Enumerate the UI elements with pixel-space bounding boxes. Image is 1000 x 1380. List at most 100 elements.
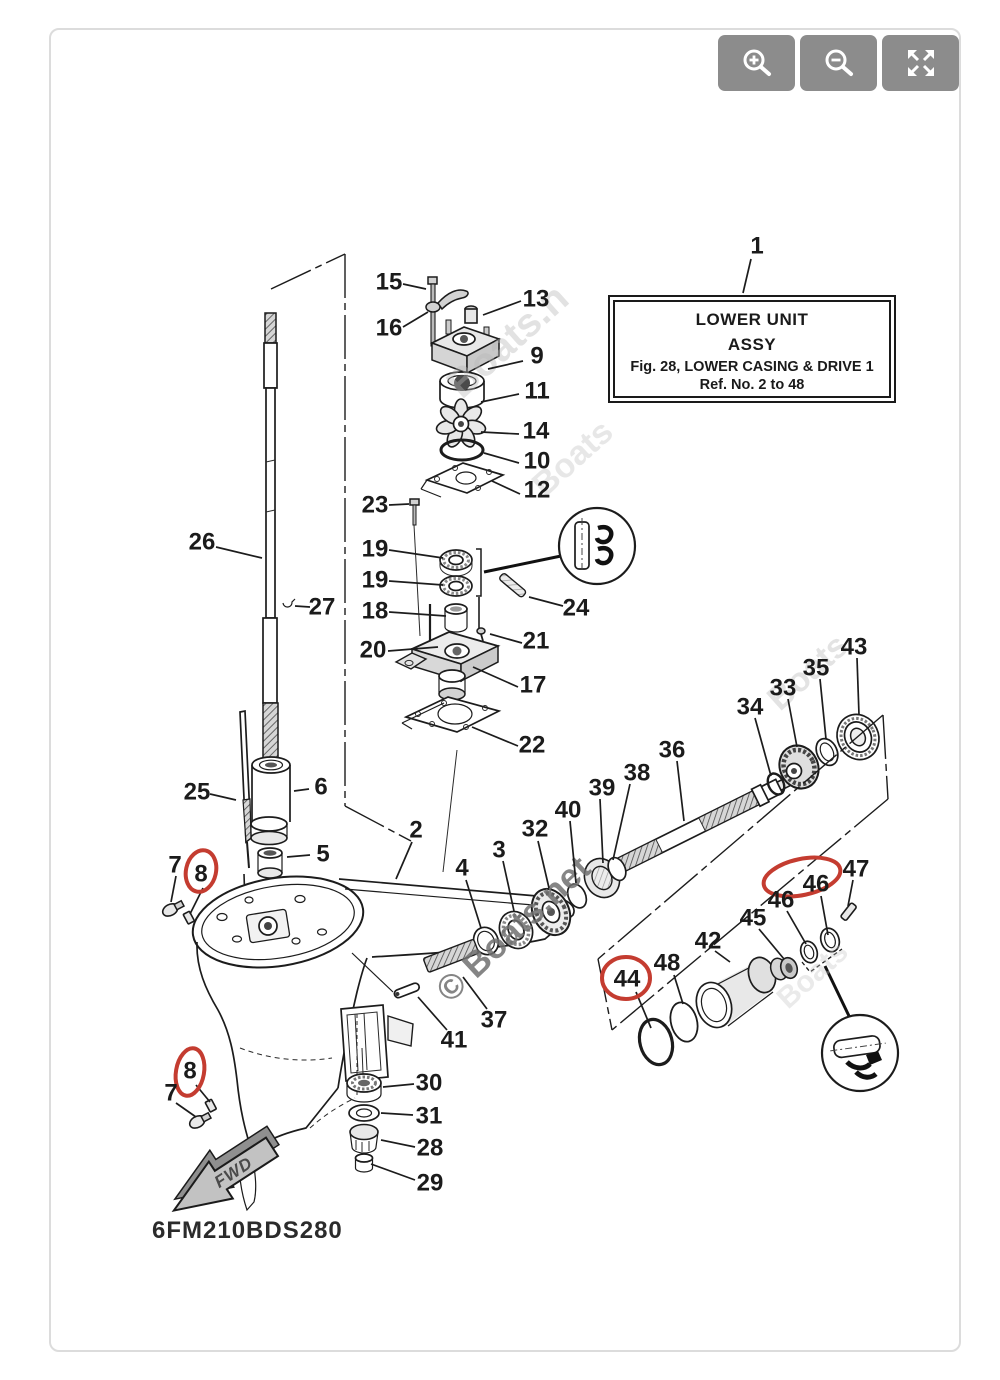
leader-line	[599, 798, 604, 864]
part-label-29: 29	[417, 1170, 444, 1197]
leader-line	[787, 698, 798, 748]
part-label-42: 42	[695, 928, 722, 955]
part-label-30: 30	[416, 1070, 443, 1097]
leader-line	[487, 360, 524, 370]
part-label-43: 43	[841, 634, 868, 661]
bearing-housing-stack	[394, 548, 527, 873]
leader-line	[480, 431, 520, 435]
leader-line	[676, 760, 685, 822]
part-label-38: 38	[624, 760, 651, 787]
part-label-21: 21	[523, 628, 550, 655]
leader-line	[754, 717, 772, 777]
boundary-line	[882, 714, 889, 800]
driveshaft-assembly	[262, 312, 296, 773]
water-pump-assembly	[409, 276, 506, 637]
part-label-15: 15	[376, 269, 403, 296]
part-label-35: 35	[803, 655, 830, 682]
leader-line	[170, 875, 177, 903]
part-label-11: 11	[524, 378, 549, 405]
leader-line	[402, 311, 429, 328]
fullscreen-button[interactable]	[882, 35, 959, 91]
leader-line	[387, 646, 439, 652]
part-label-2: 2	[409, 817, 422, 844]
leader-line	[370, 1163, 416, 1181]
leader-line	[569, 820, 577, 884]
clip-icon	[594, 525, 614, 545]
leader-line	[491, 480, 521, 495]
annotation-circle	[173, 1046, 207, 1098]
dowel-pin-24	[499, 573, 527, 598]
zoom-in-button[interactable]	[718, 35, 795, 91]
part-label-16: 16	[376, 315, 403, 342]
part-label-39: 39	[589, 775, 616, 802]
leader-line	[462, 976, 488, 1010]
leader-line	[742, 258, 752, 294]
part-label-14: 14	[523, 418, 550, 445]
title-line-4: Ref. No. 2 to 48	[699, 377, 805, 393]
annotation-circle	[761, 855, 843, 899]
fullscreen-icon	[907, 50, 934, 76]
boundary-line	[611, 798, 889, 1031]
leader-line	[819, 678, 827, 740]
part-label-23: 23	[362, 492, 389, 519]
part-label-5: 5	[316, 841, 329, 868]
part-label-48: 48	[654, 950, 681, 977]
leader-line	[847, 879, 854, 907]
impeller	[435, 398, 487, 448]
title-box: LOWER UNIT ASSY Fig. 28, LOWER CASING & …	[608, 295, 896, 403]
leader-line	[417, 996, 448, 1031]
exhaust-outlet	[340, 1004, 389, 1082]
leader-line	[209, 793, 237, 801]
part-label-10: 10	[524, 448, 551, 475]
boundary-line	[597, 714, 884, 960]
annotation-circle	[183, 848, 219, 894]
leader-line	[380, 1112, 414, 1116]
bearing-19-upper	[439, 549, 473, 577]
leader-line	[175, 1102, 197, 1118]
leader-line	[388, 611, 447, 617]
shift-spring-pin	[351, 939, 480, 999]
o-ring-44	[637, 1017, 675, 1067]
detail-bubble-bearing-clips	[483, 506, 637, 586]
zoom-out-button[interactable]	[800, 35, 877, 91]
part-label-44: 44	[614, 966, 641, 993]
part-label-41: 41	[441, 1027, 468, 1054]
part-label-45: 45	[740, 905, 767, 932]
title-line-2: ASSY	[727, 335, 777, 354]
title-line-3: Fig. 28, LOWER CASING & DRIVE 1	[630, 359, 874, 375]
part-label-26: 26	[189, 529, 216, 556]
part-label-40: 40	[555, 797, 582, 824]
zoom-out-icon	[825, 49, 853, 76]
part-label-24: 24	[563, 595, 590, 622]
o-ring-10	[439, 438, 485, 462]
leader-line	[471, 726, 519, 747]
leader-line	[472, 666, 519, 688]
clip-27	[282, 598, 296, 608]
part-label-9: 9	[530, 343, 543, 370]
part-label-7: 7	[168, 852, 181, 879]
leader-line	[402, 283, 427, 290]
shift-cam-lever	[437, 289, 469, 311]
part-label-46: 46	[803, 871, 830, 898]
part-label-12: 12	[524, 477, 551, 504]
leader-line	[714, 950, 731, 963]
leader-line	[294, 605, 311, 608]
leader-line	[388, 580, 444, 586]
clip-icon	[845, 1060, 872, 1071]
pinion-gear-stack	[346, 1073, 382, 1173]
leader-line	[482, 300, 522, 316]
part-label-36: 36	[659, 737, 686, 764]
leader-line	[673, 974, 684, 1005]
part-label-8: 8	[194, 861, 207, 888]
anti-ventilation-plate	[338, 878, 575, 958]
part-label-47: 47	[843, 856, 870, 883]
leader-line	[480, 393, 520, 403]
zoom-in-icon	[743, 49, 771, 76]
leader-line	[502, 860, 515, 912]
part-label-28: 28	[417, 1135, 444, 1162]
clip-icon	[854, 1070, 878, 1080]
part-label-34: 34	[737, 694, 764, 721]
part-label-18: 18	[362, 598, 389, 625]
